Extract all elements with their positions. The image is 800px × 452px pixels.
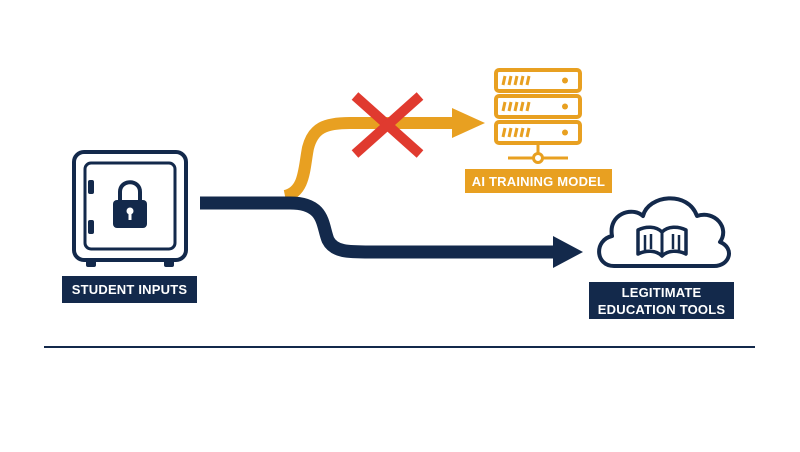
server-rack-icon	[494, 68, 582, 164]
student-inputs-label: STUDENT INPUTS	[62, 276, 197, 303]
locked-safe-icon	[72, 150, 188, 267]
ai-training-model-label: AI TRAINING MODEL	[465, 169, 612, 193]
education-tools-label-line1: LEGITIMATE	[621, 284, 702, 300]
bottom-divider	[44, 346, 755, 348]
education-tools-label-line2: EDUCATION TOOLS	[597, 301, 726, 317]
blocked-flow-arrow	[283, 108, 485, 202]
education-tools-label: LEGITIMATE EDUCATION TOOLS	[589, 282, 734, 319]
red-x-icon	[351, 92, 424, 158]
allowed-flow-arrow	[200, 196, 583, 268]
cloud-book-icon	[597, 196, 731, 268]
